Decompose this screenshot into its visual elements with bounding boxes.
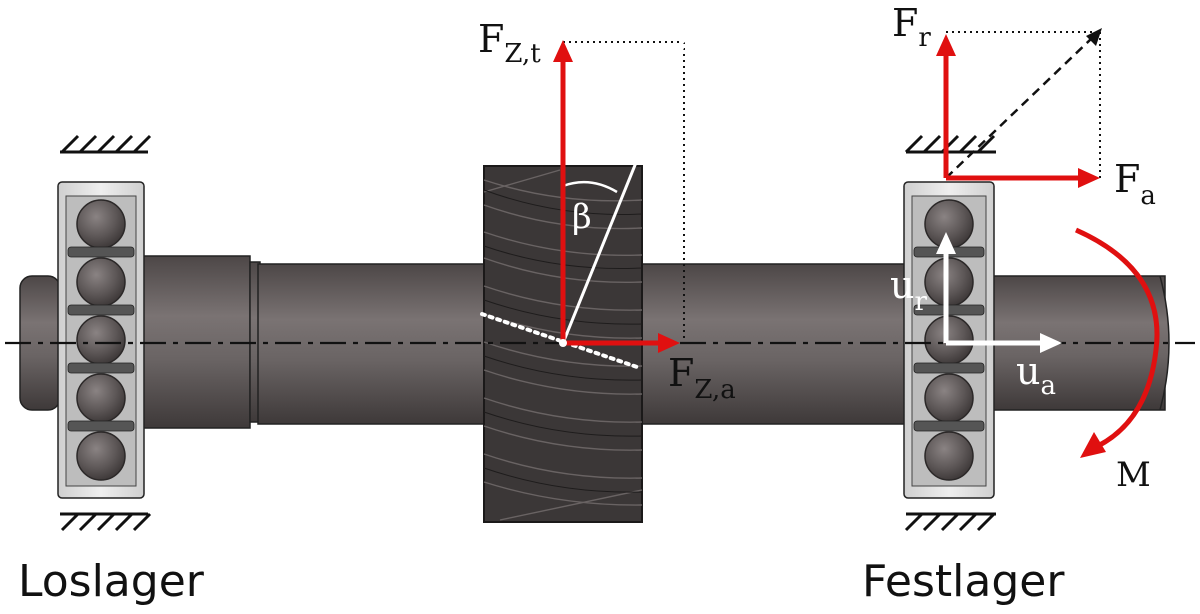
right-bearing-ground-top (904, 134, 996, 154)
label-festlager: Festlager (862, 556, 1065, 607)
left-bearing-ground-bottom (60, 512, 152, 532)
label-u-r: ur (890, 263, 927, 317)
label-f-r: Fr (892, 1, 931, 53)
label-moment: M (1116, 455, 1151, 495)
gear-force-diagram (480, 35, 690, 370)
moment-arrow (1074, 227, 1160, 458)
right-bearing (903, 134, 996, 532)
bearing-force-diagram (936, 28, 1102, 188)
right-bearing-ground-bottom (904, 512, 996, 532)
label-beta: β (572, 197, 592, 237)
label-loslager: Loslager (18, 556, 205, 607)
left-bearing (57, 134, 152, 532)
left-bearing-ground-top (60, 134, 152, 154)
displacement-arrows (936, 232, 1062, 353)
label-f-zt: FZ,t (478, 17, 541, 69)
label-u-a: ua (1016, 349, 1056, 401)
label-f-a: Fa (1114, 157, 1156, 211)
label-f-za: FZ,a (668, 351, 736, 405)
